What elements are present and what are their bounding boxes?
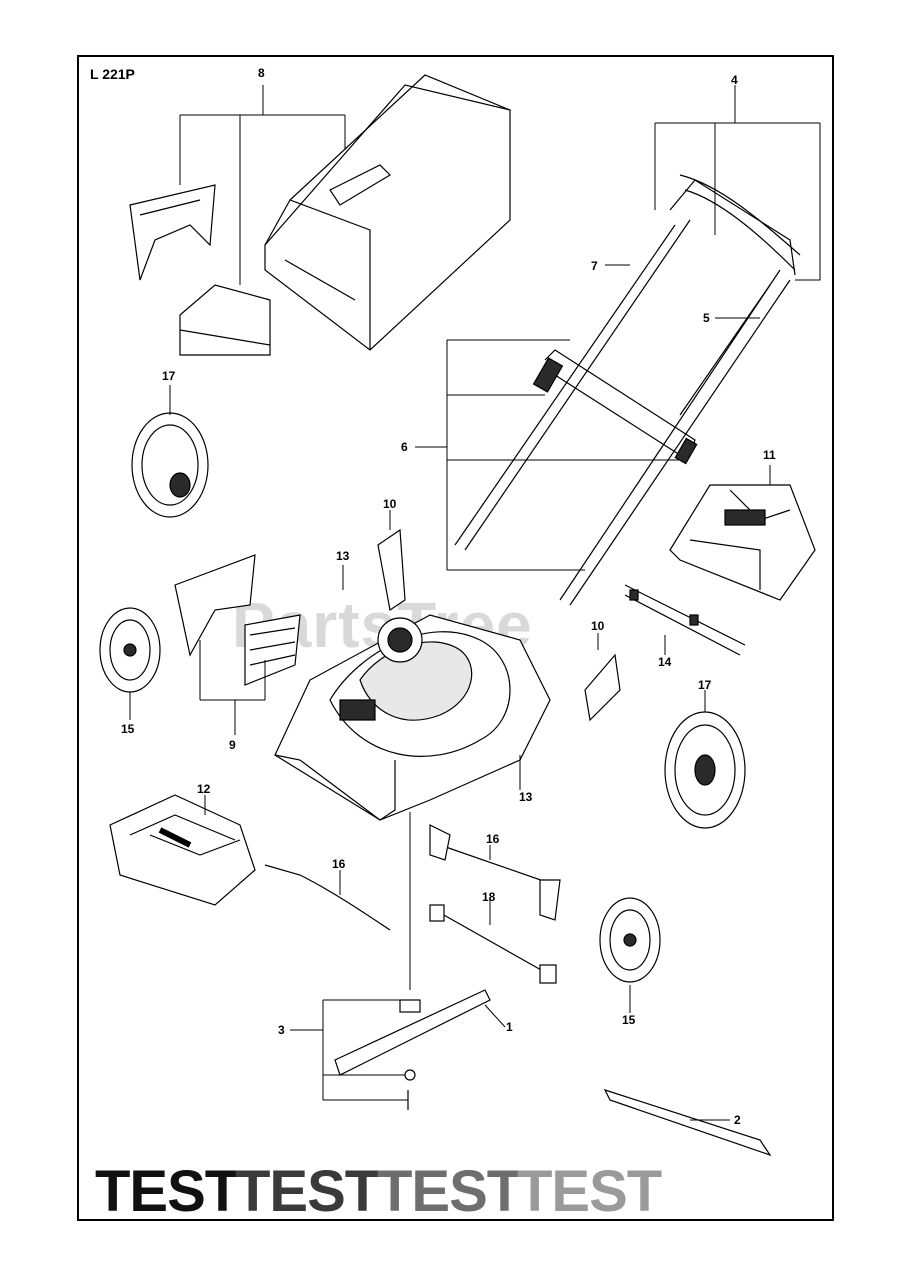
test-word-1: TEST <box>95 1159 240 1224</box>
bag-insert <box>179 284 271 356</box>
axle-18 <box>429 904 557 984</box>
blade-spare <box>603 1088 772 1157</box>
deck-engine <box>274 614 551 821</box>
callout-16b: 16 <box>486 832 500 846</box>
blade <box>334 989 491 1110</box>
callout-15a: 15 <box>121 722 135 736</box>
callout-14: 14 <box>658 655 672 669</box>
callout-17a: 17 <box>162 369 176 383</box>
callout-6: 6 <box>401 440 408 454</box>
callout-13a: 13 <box>336 549 350 563</box>
leader-lines <box>129 85 821 1121</box>
grass-bag <box>264 74 511 351</box>
callout-11: 11 <box>763 448 776 462</box>
callout-2: 2 <box>734 1113 741 1127</box>
rear-cover <box>669 484 816 601</box>
callout-13b: 13 <box>519 790 533 804</box>
callout-17b: 17 <box>698 678 712 692</box>
test-word-2: TEST <box>235 1159 380 1224</box>
height-adjuster-left <box>377 528 406 612</box>
wheel-front-left <box>99 607 161 693</box>
rear-axle <box>624 584 746 656</box>
callout-15b: 15 <box>622 1013 636 1027</box>
callout-18: 18 <box>482 890 496 904</box>
wheel-rear-left <box>131 412 209 518</box>
wheel-rear-right <box>664 711 746 829</box>
test-word-4: TEST <box>517 1159 662 1224</box>
callout-4: 4 <box>731 73 738 87</box>
front-cover <box>109 794 256 906</box>
callout-1: 1 <box>506 1020 513 1034</box>
handle-assembly <box>454 174 801 606</box>
rear-flap <box>174 554 301 686</box>
wheel-front-right <box>599 897 661 983</box>
cable-16 <box>264 864 391 931</box>
callout-7: 7 <box>591 259 598 273</box>
height-adjuster-right <box>584 653 621 722</box>
callout-16a: 16 <box>332 857 346 871</box>
model-label: L 221P <box>90 66 135 82</box>
callout-12: 12 <box>197 782 211 796</box>
callout-9: 9 <box>229 738 236 752</box>
front-axle <box>429 824 561 921</box>
callout-3: 3 <box>278 1023 285 1037</box>
bag-frame <box>129 184 216 281</box>
callout-10b: 10 <box>591 619 605 633</box>
callout-8: 8 <box>258 66 265 80</box>
test-word-3: TEST <box>377 1159 522 1224</box>
callout-5: 5 <box>703 311 710 325</box>
callout-10a: 10 <box>383 497 397 511</box>
